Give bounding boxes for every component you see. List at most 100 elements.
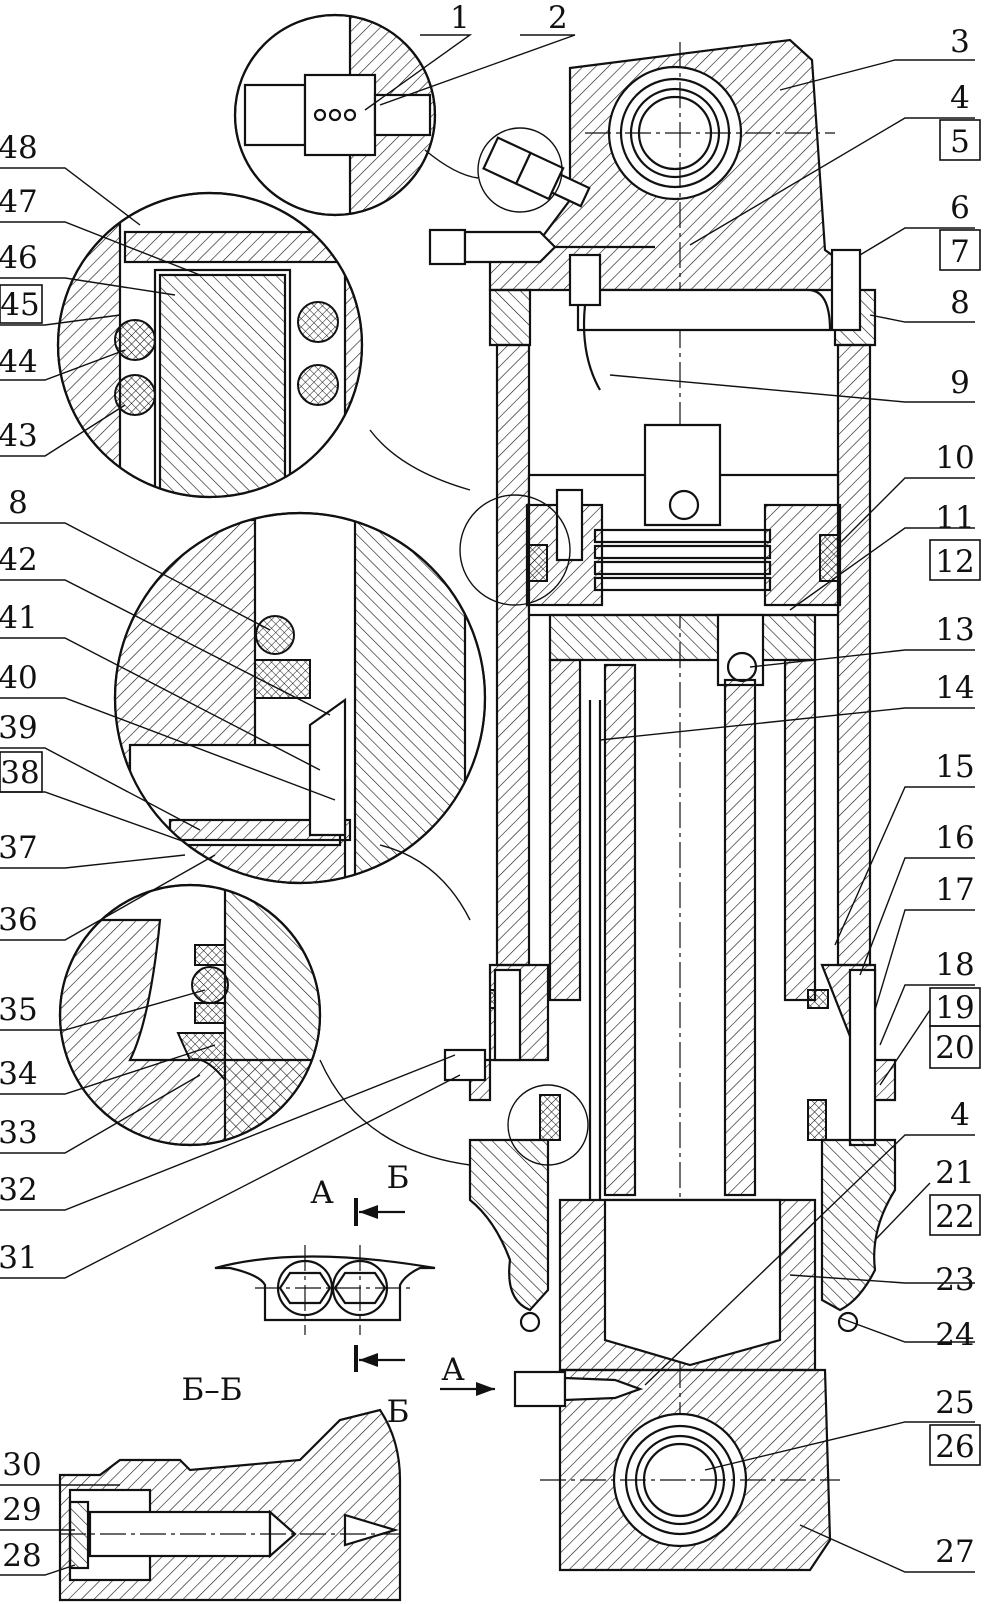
label-22: 22	[935, 1199, 974, 1235]
detail-d-marker	[507, 1084, 589, 1166]
label-3: 3	[950, 24, 970, 60]
label-34: 34	[0, 1056, 38, 1092]
top-right-bolt	[830, 248, 862, 332]
top-chamber	[576, 288, 832, 332]
side-bolt-head	[443, 1048, 487, 1082]
label-44: 44	[0, 344, 38, 380]
piston-seal-right	[819, 534, 841, 582]
piston-discs	[593, 528, 772, 592]
pin-right	[837, 1311, 859, 1333]
label-23: 23	[935, 1262, 974, 1298]
label-24: 24	[935, 1317, 974, 1353]
label-17: 17	[935, 872, 974, 908]
piston-seal-left	[526, 544, 548, 582]
label-10: 10	[935, 440, 974, 476]
label-4: 4	[950, 80, 970, 116]
label-26: 26	[935, 1429, 974, 1465]
label-36: 36	[0, 902, 38, 938]
arrow-a-label: А	[441, 1352, 465, 1388]
detail-leader-b	[369, 429, 471, 491]
detail-leader-d	[319, 1059, 471, 1166]
label-12: 12	[935, 544, 974, 580]
label-39: 39	[0, 710, 38, 746]
lower-seal-left	[539, 1094, 561, 1141]
label-13: 13	[935, 612, 974, 648]
top-left-fitting-nut	[428, 228, 467, 266]
pin-left	[519, 1311, 541, 1333]
outer-wall-left	[495, 343, 531, 967]
rod-right	[723, 678, 757, 1197]
piston-lug	[643, 423, 722, 527]
label-41: 41	[0, 600, 38, 636]
label-48: 48	[0, 130, 38, 166]
label-47: 47	[0, 184, 38, 220]
gland-bolt-left	[493, 968, 522, 1062]
lower-seal-right	[807, 1099, 827, 1141]
label-38: 38	[0, 755, 39, 791]
detail-gland-seal	[113, 511, 487, 921]
lower-housing-left	[468, 1138, 550, 1312]
label-25: 25	[935, 1385, 974, 1421]
section-mark-top: Б	[387, 1160, 410, 1196]
gland-seal-right	[807, 989, 829, 1009]
view-a	[214, 1198, 495, 1396]
bottom-plug-cavity	[603, 1198, 782, 1367]
section-bb	[58, 1408, 402, 1602]
detail-leader-a	[424, 149, 479, 179]
label-19: 19	[935, 990, 974, 1026]
rod-left	[603, 663, 637, 1197]
label-20-box	[929, 1025, 981, 1069]
label-30: 30	[2, 1447, 41, 1483]
label-14: 14	[935, 670, 974, 706]
detail-leader-c	[379, 844, 471, 921]
label-2: 2	[548, 0, 568, 36]
label-20: 20	[935, 1030, 974, 1066]
valve-plate	[548, 613, 817, 662]
label-43: 43	[0, 418, 38, 454]
label-31: 31	[0, 1240, 38, 1276]
label-7: 7	[950, 234, 970, 270]
label-8: 8	[950, 285, 970, 321]
top-cap-left	[488, 288, 532, 347]
label-16: 16	[935, 820, 974, 856]
section-bb-title: Б–Б	[181, 1372, 242, 1408]
bottom-fitting-body	[563, 1376, 644, 1402]
inner-tube-left	[548, 658, 582, 1002]
label-4b: 4	[950, 1097, 970, 1133]
label-11: 11	[935, 500, 974, 536]
label-12-box	[929, 539, 981, 581]
label-35: 35	[0, 992, 38, 1028]
label-45: 45	[0, 287, 39, 323]
label-29: 29	[2, 1492, 41, 1528]
label-26-box	[929, 1424, 981, 1466]
top-pipe	[582, 304, 601, 391]
label-40: 40	[0, 660, 38, 696]
top-inner-nut	[568, 253, 602, 307]
main-cylinder-assembly	[428, 38, 897, 1572]
view-a-title: А	[310, 1175, 334, 1211]
label-18: 18	[935, 947, 974, 983]
top-left-fitting-body	[463, 230, 557, 264]
label-5-box	[939, 119, 981, 161]
piston-lug-hole	[668, 489, 700, 521]
label-21: 21	[935, 1155, 974, 1191]
label-15: 15	[935, 749, 974, 785]
label-8-left: 8	[8, 485, 28, 521]
label-7-box	[939, 229, 981, 271]
label-38-box	[0, 751, 43, 793]
label-9: 9	[950, 365, 970, 401]
bottom-fitting-nut	[513, 1370, 567, 1408]
label-45-box	[0, 284, 43, 324]
valve-body	[716, 613, 765, 687]
label-33: 33	[0, 1115, 38, 1151]
inner-tube-right	[783, 658, 817, 1002]
label-6: 6	[950, 190, 970, 226]
label-22-box	[929, 1194, 981, 1236]
section-mark-bottom: Б	[387, 1394, 410, 1430]
detail-valve-top	[233, 13, 563, 217]
label-46: 46	[0, 240, 38, 276]
gland-bolt-right	[848, 968, 877, 1147]
lower-housing-right	[820, 1138, 897, 1312]
